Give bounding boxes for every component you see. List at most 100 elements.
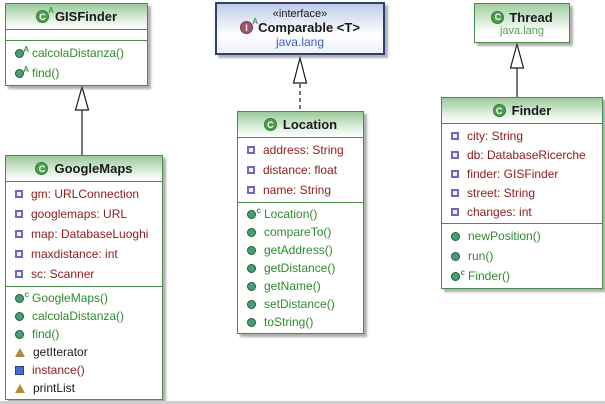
- field-row[interactable]: address: String: [238, 140, 363, 160]
- constructor-icon: [15, 293, 24, 303]
- class-title: Finder: [511, 103, 552, 118]
- extends-arrow-googlemaps-gisfinder[interactable]: [74, 84, 90, 155]
- method-icon: [15, 329, 24, 339]
- field-icon: [451, 169, 459, 178]
- method-label: GoogleMaps(): [32, 291, 109, 305]
- method-row[interactable]: printList: [6, 379, 162, 397]
- method-label: find(): [32, 66, 60, 80]
- field-icon: [247, 186, 255, 194]
- field-label: map: DatabaseLuoghi: [31, 227, 149, 241]
- field-row[interactable]: gm: URLConnection: [6, 184, 162, 204]
- field-row[interactable]: map: DatabaseLuoghi: [6, 224, 162, 244]
- method-row[interactable]: run(): [442, 246, 602, 266]
- class-header-finder[interactable]: Finder: [442, 98, 602, 124]
- field-row[interactable]: street: String: [442, 183, 602, 202]
- method-label: getDistance(): [264, 261, 336, 275]
- method-label: compareTo(): [264, 225, 332, 239]
- method-row[interactable]: GoogleMaps(): [6, 289, 162, 307]
- method-row[interactable]: calcolaDistanza(): [6, 43, 147, 63]
- class-box-googlemaps[interactable]: GoogleMaps gm: URLConnection googlemaps:…: [5, 155, 163, 400]
- method-icon: [247, 299, 256, 309]
- class-header-googlemaps[interactable]: GoogleMaps: [6, 156, 162, 182]
- method-label: newPosition(): [468, 229, 541, 243]
- class-header-gisfinder[interactable]: GISFinder: [6, 4, 147, 30]
- field-label: db: DatabaseRicerche: [467, 147, 586, 162]
- fields-section: address: String distance: float name: St…: [238, 138, 363, 203]
- field-icon: [15, 270, 23, 278]
- methods-section: GoogleMaps() calcolaDistanza() find() ge…: [6, 287, 162, 399]
- field-label: googlemaps: URL: [31, 207, 128, 221]
- class-header-location[interactable]: Location: [238, 112, 363, 138]
- field-row[interactable]: maxdistance: int: [6, 244, 162, 264]
- class-title: GoogleMaps: [54, 161, 133, 176]
- method-icon: [247, 227, 256, 237]
- method-label: find(): [32, 327, 60, 341]
- method-label: getIterator: [33, 345, 88, 359]
- package-label: java.lang: [499, 24, 545, 37]
- method-label: getName(): [264, 279, 321, 293]
- method-icon: [15, 311, 24, 321]
- method-row[interactable]: find(): [6, 325, 162, 343]
- method-label: getAddress(): [264, 243, 333, 257]
- field-label: distance: float: [263, 163, 338, 177]
- class-title: Thread: [509, 9, 553, 25]
- method-row[interactable]: Location(): [238, 205, 363, 223]
- field-row[interactable]: sc: Scanner: [6, 264, 162, 284]
- class-box-location[interactable]: Location address: String distance: float…: [237, 111, 364, 334]
- method-icon: [247, 281, 256, 291]
- field-icon: [247, 166, 255, 174]
- fields-section: gm: URLConnection googlemaps: URL map: D…: [6, 182, 162, 287]
- implements-arrow-location-comparable[interactable]: [292, 55, 308, 111]
- class-box-thread[interactable]: Thread java.lang: [474, 3, 570, 43]
- static-method-icon: [15, 365, 24, 375]
- method-label: Finder(): [468, 269, 511, 283]
- method-row[interactable]: getAddress(): [238, 241, 363, 259]
- methods-section: Location() compareTo() getAddress() getD…: [238, 203, 363, 333]
- method-label: calcolaDistanza(): [32, 309, 125, 323]
- method-row[interactable]: find(): [6, 63, 147, 83]
- method-row[interactable]: Finder(): [442, 266, 602, 286]
- field-label: gm: URLConnection: [31, 187, 140, 201]
- method-row[interactable]: toString(): [238, 313, 363, 331]
- field-row[interactable]: finder: GISFinder: [442, 164, 602, 183]
- method-row[interactable]: getIterator: [6, 343, 162, 361]
- class-box-finder[interactable]: Finder city: String db: DatabaseRicerche…: [441, 97, 603, 289]
- method-row[interactable]: getDistance(): [238, 259, 363, 277]
- method-row[interactable]: setDistance(): [238, 295, 363, 313]
- method-icon: [247, 263, 256, 273]
- field-row[interactable]: db: DatabaseRicerche: [442, 145, 602, 164]
- class-icon: [491, 10, 505, 24]
- class-icon: [492, 104, 506, 117]
- triangle-member-icon: [15, 347, 25, 357]
- field-row[interactable]: googlemaps: URL: [6, 204, 162, 224]
- stereotype-label: «interface»: [272, 8, 328, 20]
- method-icon: [451, 251, 460, 261]
- field-row[interactable]: city: String: [442, 126, 602, 145]
- method-icon: [247, 317, 256, 327]
- interface-box-comparable[interactable]: «interface» Comparable <T> java.lang: [215, 2, 385, 55]
- class-icon: [263, 118, 277, 131]
- method-row[interactable]: compareTo(): [238, 223, 363, 241]
- method-row[interactable]: newPosition(): [442, 226, 602, 246]
- method-row[interactable]: calcolaDistanza(): [6, 307, 162, 325]
- field-label: street: String: [467, 185, 536, 200]
- interface-icon: [240, 21, 254, 34]
- class-title: GISFinder: [54, 9, 118, 24]
- field-row[interactable]: changes: int: [442, 202, 602, 221]
- method-row[interactable]: getName(): [238, 277, 363, 295]
- package-label: java.lang: [275, 35, 325, 49]
- field-label: name: String: [263, 183, 332, 197]
- methods-section: newPosition() run() Finder(): [442, 224, 602, 288]
- field-label: finder: GISFinder: [467, 166, 559, 181]
- fields-section-empty: [6, 30, 147, 41]
- method-label: setDistance(): [264, 297, 335, 311]
- method-row[interactable]: instance(): [6, 361, 162, 379]
- field-row[interactable]: name: String: [238, 180, 363, 200]
- extends-arrow-finder-thread[interactable]: [509, 41, 525, 97]
- field-row[interactable]: distance: float: [238, 160, 363, 180]
- fields-section: city: String db: DatabaseRicerche finder…: [442, 124, 602, 224]
- class-box-gisfinder[interactable]: GISFinder calcolaDistanza() find(): [5, 3, 148, 86]
- class-title: Location: [282, 117, 338, 132]
- method-icon: [451, 231, 460, 241]
- field-label: changes: int: [467, 204, 532, 219]
